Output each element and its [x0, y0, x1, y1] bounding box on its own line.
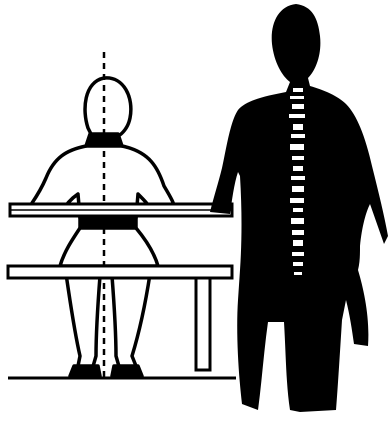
seated-figure-belt — [80, 216, 136, 228]
seated-figure-head — [85, 78, 131, 136]
seated-figure-right-leg — [112, 274, 150, 370]
bench-leg — [196, 278, 210, 370]
desk-bar — [10, 204, 232, 216]
bench — [8, 266, 232, 370]
bench-seat — [8, 266, 232, 278]
seated-figure-hips — [60, 228, 158, 266]
seated-figure-right-foot — [112, 366, 142, 376]
seated-figure-left-foot — [70, 366, 100, 376]
seated-figure-left-leg — [66, 274, 100, 370]
